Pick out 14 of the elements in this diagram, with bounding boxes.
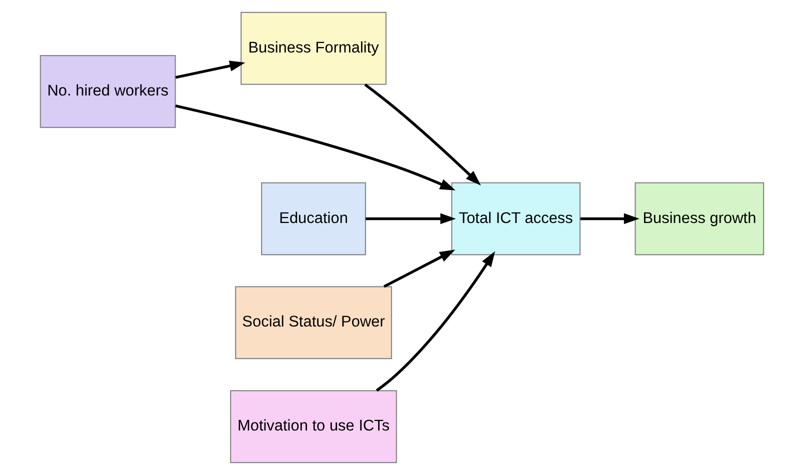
node-box: Business Formality (240, 12, 387, 85)
node-box: No. hired workers (40, 55, 176, 128)
arrow (364, 83, 481, 186)
node-box: Total ICT access (451, 182, 581, 256)
arrow (175, 104, 456, 190)
arrow (376, 251, 496, 392)
arrow (366, 213, 456, 224)
arrow (580, 213, 640, 224)
node-box: Education (261, 182, 366, 256)
node-box: Business growth (634, 182, 764, 256)
arrow (383, 250, 456, 288)
node-box: Social Status/ Power (235, 286, 392, 360)
node-box: Motivation to use ICTs (230, 390, 398, 464)
arrow (175, 60, 246, 79)
